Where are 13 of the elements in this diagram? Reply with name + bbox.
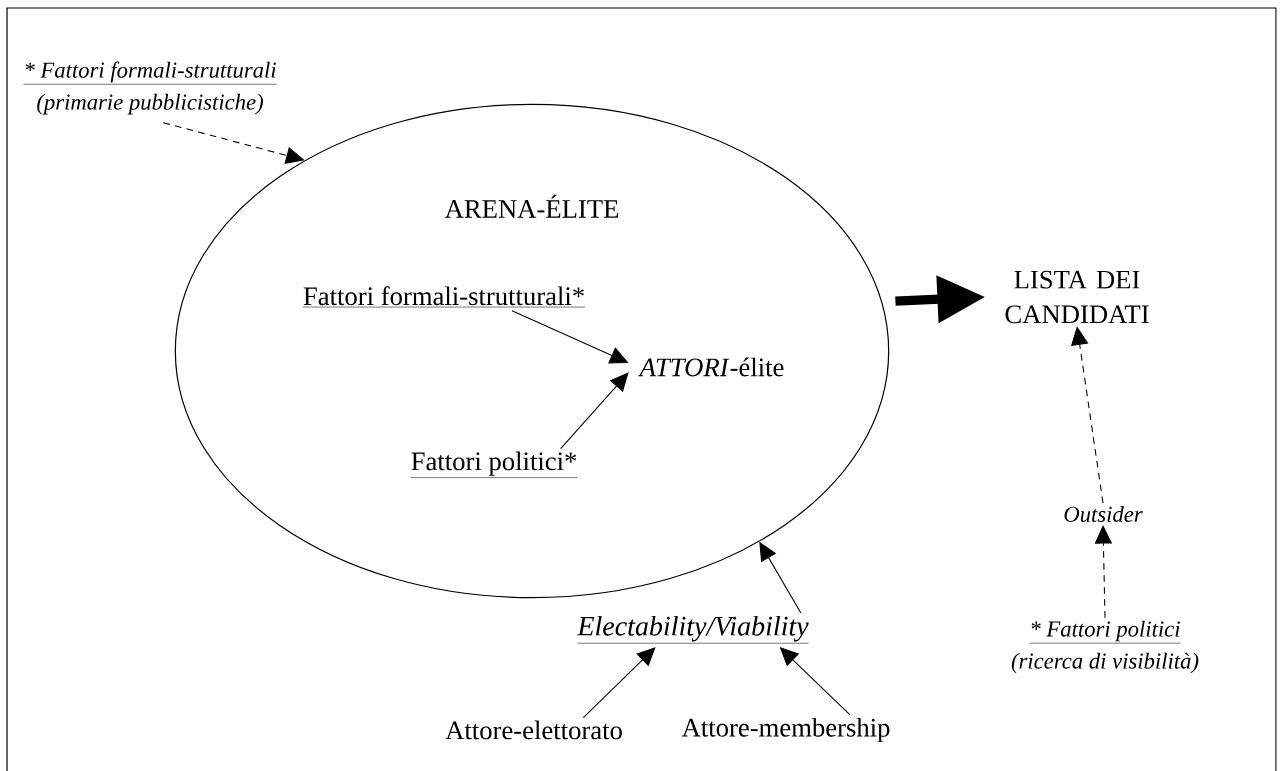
node-label: Electability/Viability (577, 615, 809, 644)
node-label: LISTA DEI CANDIDATI (1005, 270, 1149, 324)
node-label: * Fattori politici (ricerca di visibilità) (1011, 620, 1199, 674)
node-label: ATTORI-élite (638, 357, 784, 377)
arrow (560, 372, 629, 450)
arrow (1071, 326, 1104, 504)
node-label: Fattori formali-strutturali* (302, 286, 586, 308)
node-label: Outsider (1064, 506, 1143, 522)
node-label: Fattori politici* (410, 451, 578, 478)
arrow (511, 310, 629, 364)
arrow (582, 647, 656, 719)
node-label: Attore-elettorato (445, 720, 622, 740)
node-label: Attore-membership (681, 717, 890, 743)
